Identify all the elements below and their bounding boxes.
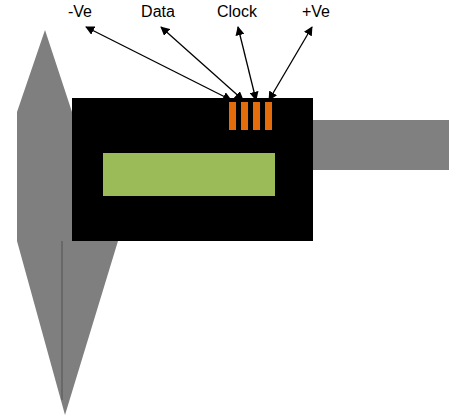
leader-line: [86, 27, 231, 100]
caliper-beam: [300, 120, 449, 170]
pin-terminal: [241, 102, 248, 130]
lcd-display: [103, 153, 275, 196]
pin-terminal: [253, 102, 260, 130]
leader-line: [161, 27, 243, 100]
pin-terminal: [229, 102, 236, 130]
leader-line: [269, 27, 312, 100]
pin-label: Clock: [217, 2, 257, 22]
pin-label: Data: [141, 2, 175, 22]
pin-label: +Ve: [302, 2, 330, 22]
pin-terminal: [265, 102, 272, 130]
caliper-body: [72, 98, 313, 241]
pin-label: -Ve: [68, 2, 92, 22]
leader-line: [238, 27, 256, 100]
jaw-edge-line: [61, 241, 62, 400]
